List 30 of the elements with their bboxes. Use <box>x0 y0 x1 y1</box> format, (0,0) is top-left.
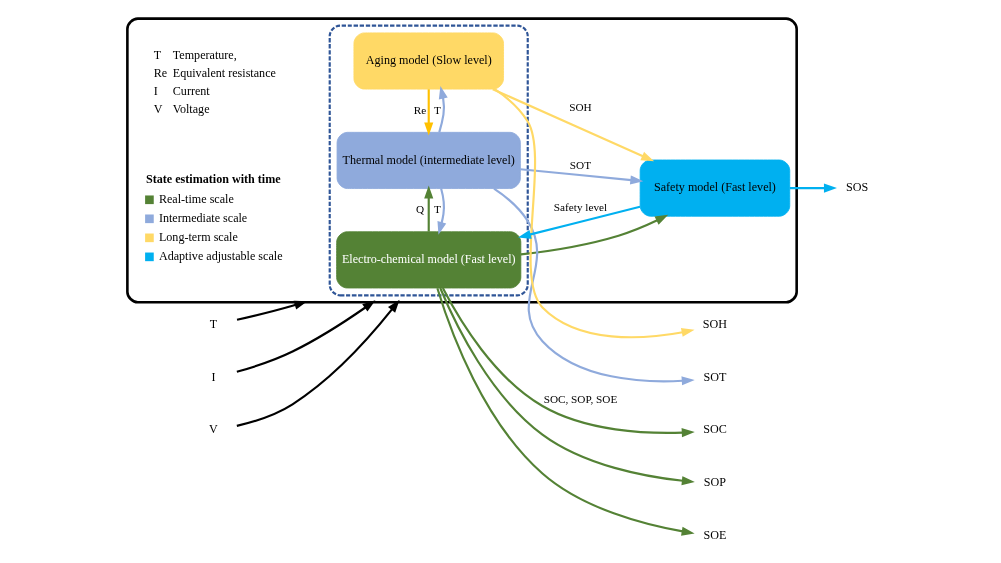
legend-label: Long-term scale <box>158 230 238 245</box>
node-text: SOH <box>702 316 728 331</box>
edge-label: SOT <box>569 159 592 172</box>
label: State estimation with time <box>145 172 281 187</box>
edge-label: Safety level <box>553 200 608 213</box>
label: Voltage <box>172 102 210 117</box>
edge-label: Re <box>413 103 427 116</box>
legend-label: Real-time scale <box>158 191 234 206</box>
node-text: SOC <box>703 422 727 437</box>
label: Current <box>172 83 210 98</box>
node-text: I <box>211 369 216 384</box>
node-text: SOS <box>846 180 869 195</box>
node-text: SOT <box>703 369 727 384</box>
label: Temperature, <box>172 47 237 62</box>
edge-label: SOC, SOP, SOE <box>543 392 618 405</box>
node-text: SOE <box>703 527 727 542</box>
legend-label: Intermediate scale <box>158 211 248 226</box>
edge-label: T <box>433 103 441 116</box>
label: V <box>153 102 163 117</box>
label: Re <box>153 65 168 80</box>
edge-label: T <box>433 203 441 216</box>
legend-label: Adaptive adjustable scale <box>158 249 283 264</box>
label: I <box>153 83 158 98</box>
node-text: V <box>209 422 218 437</box>
node-text: SOP <box>703 475 727 490</box>
edge-label: Q <box>416 203 425 216</box>
node-text: T <box>209 316 218 331</box>
label: Equivalent resistance <box>172 65 276 80</box>
edge-label: SOH <box>569 100 592 113</box>
label: T <box>153 47 162 62</box>
